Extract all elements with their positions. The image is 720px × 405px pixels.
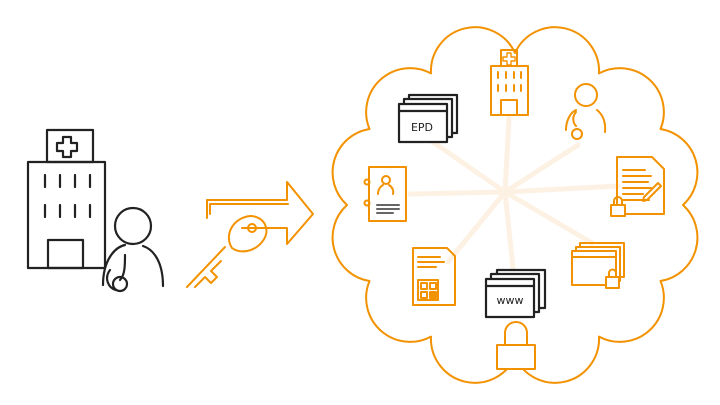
qr-document-icon [412, 247, 456, 306]
epd-label: EPD [411, 121, 433, 134]
spoke-line [502, 183, 621, 195]
lock-icon [605, 268, 620, 289]
spoke-line [445, 189, 508, 265]
hospital-icon [490, 49, 529, 116]
doctor-icon [565, 83, 607, 140]
arrow-icon [206, 181, 314, 245]
key-icon [186, 215, 268, 288]
browser-window-icon: EPD [397, 93, 459, 144]
spoke-line [502, 142, 581, 195]
spoke-line [427, 137, 508, 195]
lock-icon [496, 321, 536, 370]
hospital-icon [26, 128, 107, 270]
spoke-line [502, 189, 595, 246]
spoke-line [502, 189, 516, 271]
browser-window-icon: www [484, 268, 547, 319]
network-spokes [407, 115, 621, 271]
doctor-icon [101, 206, 165, 293]
spoke-line [502, 115, 512, 195]
www-label: www [497, 294, 524, 307]
lock-icon [610, 196, 626, 217]
patient-record-icon [363, 166, 407, 222]
spoke-line [407, 189, 508, 197]
